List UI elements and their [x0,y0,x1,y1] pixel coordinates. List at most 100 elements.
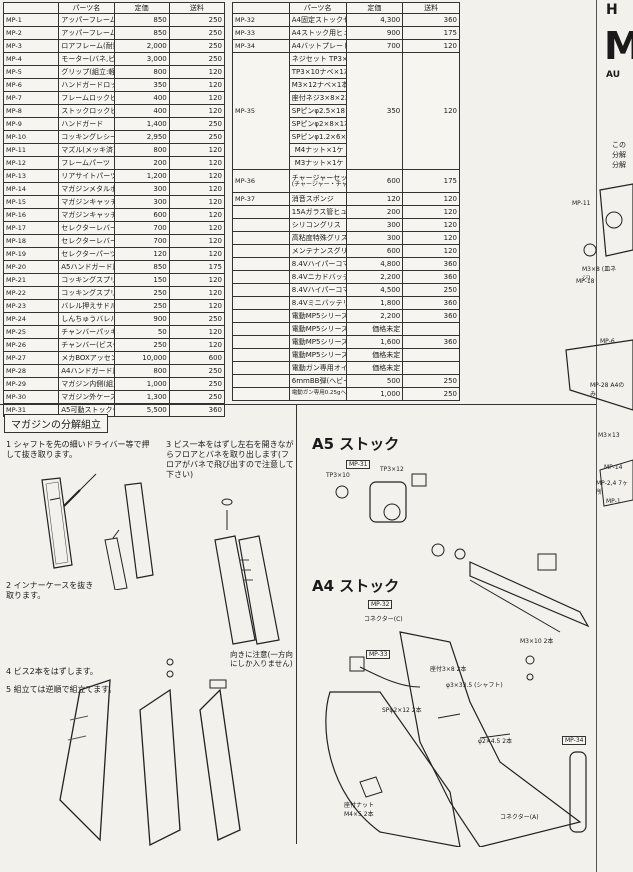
part-price: 4,800 [345,257,404,271]
part-code: MP-9 [2,117,60,131]
part-price: 価格未定 [345,322,404,336]
table-row: MP-20A5ハンドガード用ヒューズ付コード850175 [2,260,226,274]
part-price: 850 [113,26,170,40]
shipping-fee: 250 [168,117,226,131]
table-row: MP-25チャンバーパッキン50120 [2,325,226,339]
parts-table-right: パーツ名 定価 送料 MP-32A4固定ストックセット(組立済)コード別4,30… [232,2,460,401]
shipping-fee: 120 [168,208,226,222]
part-code: MP-20 [2,260,60,274]
part-name: 電動MP5シリーズ共通マガジン [288,309,347,323]
fee-header: 送料 [402,2,460,14]
shipping-fee: 120 [168,182,226,196]
cord-part-badge: MP-33 [366,650,391,659]
part-name: コッキングレシーバーセット(組立済) [58,130,115,144]
a4-stock-label: A4 ストック [312,577,400,595]
part-code: MP-6 [2,78,60,92]
screw-label: M3×10 2本 [520,638,554,645]
part-price: 3,000 [113,52,170,66]
part-price: 300 [345,218,404,232]
part-name: A4ストック用ヒューズ付コード [288,26,347,40]
shipping-fee [402,322,460,336]
parts-table-left-body: MP-1アッパーフレーム左(塗装済)850250MP-2アッパーフレーム右(塗装… [2,13,226,417]
shipping-fee: 175 [402,26,460,40]
table-row: M4ナット×1ケ [233,143,460,157]
shipping-fee: 120 [168,338,226,352]
table-header-row: パーツ名 定価 送料 [2,2,226,14]
connector-c-label: コネクター(C) [364,616,403,623]
shaft-label: φ3×33.5 (シャフト) [446,682,503,689]
part-price: 300 [113,182,170,196]
part-price: 1,300 [113,390,170,404]
part-code: MP-23 [2,299,60,313]
shipping-fee: 250 [168,39,226,53]
charger-set-name: チャージャーセット [291,173,345,182]
part-code: MP-13 [2,169,60,183]
part-code [232,309,290,323]
shipping-fee: 250 [168,26,226,40]
magazine-step-2: 2 インナーケースを抜き取ります。 [6,581,94,600]
shipping-fee: 250 [402,374,460,388]
shipping-fee [402,361,460,375]
part-name: 消音スポンジ [288,192,347,206]
screw-set-item: M4ナット×1ケ [288,143,347,157]
right-edge-label: MP-6 [600,338,615,345]
part-price: 1,800 [345,296,404,310]
part-name: セレクターパーツ [58,247,115,261]
text-fragment: この [612,141,626,149]
part-price: 200 [345,205,404,219]
part-name: 電動MP5シリーズ共通スリングベルト [288,322,347,336]
right-edge-label: MP-1 [606,498,621,505]
part-price: 300 [345,231,404,245]
part-price: 10,000 [113,351,170,365]
part-code: MP-12 [2,156,60,170]
table-row: 電動ガン専用オイル価格未定 [232,361,460,375]
part-name: グリップ(組立:軽量・ネジ付)ダイキャスト [58,65,115,79]
part-code: MP-25 [2,325,60,339]
shipping-fee: 600 [168,351,226,365]
part-code: MP-35 [232,52,290,170]
table-row: MP-15マガジンキャッチボタンセット ダイキャスト300120 [2,195,226,209]
part-code: MP-29 [2,377,60,391]
part-code: MP-18 [2,234,60,248]
part-code: MP-14 [2,182,60,196]
section-divider-right [296,404,596,405]
part-name: マズル(メッキ済)ダイキャスト [58,143,115,157]
table-row: MP-14マガジンメタルホルダー(プレス品)ビス付300120 [2,182,226,196]
shipping-fee: 250 [402,387,460,401]
section-divider [0,404,296,405]
part-code: MP-24 [2,312,60,326]
screw-set-item: SPピンφ2.5×18×2本 [288,104,347,118]
part-name: 電動ガン専用オイル [288,361,347,375]
part-code: MP-30 [2,390,60,404]
magazine-step-4: 4 ビス2本をはずします。 [6,667,98,676]
part-price: 価格未定 [345,348,404,362]
part-code: MP-28 [2,364,60,378]
table-row: MP-6ハンドガードロックピン(トーション組込済)ダイキャスト350120 [2,78,226,92]
a5-stock-label: A5 ストック [312,435,400,453]
right-edge-label: MP-14 [604,464,623,471]
part-code: MP-22 [2,286,60,300]
part-name: 電動ガン専用0.25gヘビーウエイトBB(1000発入り) [288,387,347,401]
part-code: MP-19 [2,247,60,261]
part-code: MP-7 [2,91,60,105]
shipping-fee: 250 [168,130,226,144]
nut-label: 座付ナット M4×5 2本 [344,802,375,818]
part-name: A4バットプレート(組立済)ラバー [288,39,347,53]
part-name: マガジンメタルホルダー(プレス品)ビス付 [58,182,115,196]
part-name: マガジンキャッチレバーセット(ダイキャスト) [58,208,115,222]
part-code [232,205,290,219]
shipping-fee: 120 [168,65,226,79]
part-price: 120 [345,192,404,206]
part-price: 800 [113,143,170,157]
part-price: 150 [113,273,170,287]
charger-set-contents: (チャージャー・チャージングロッド・クリーニングロッド) [291,180,346,188]
part-price: 350 [345,52,404,170]
part-code [232,374,290,388]
